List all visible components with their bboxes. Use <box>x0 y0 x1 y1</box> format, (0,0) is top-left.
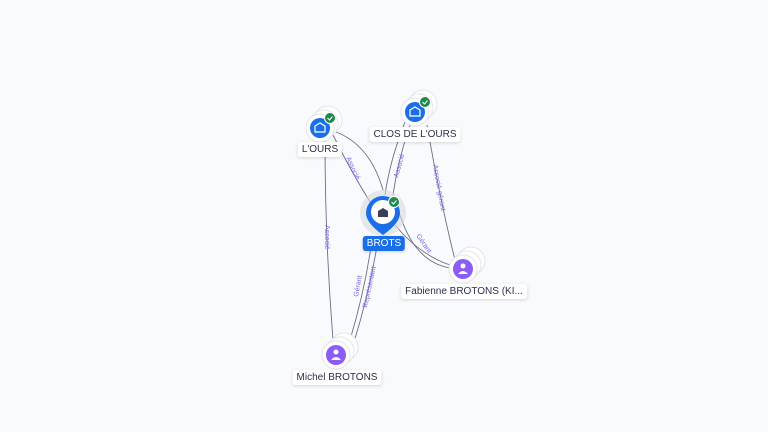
edge-fabienne-brots <box>394 224 451 266</box>
verified-icon <box>419 96 431 108</box>
node-label-brots[interactable]: BROTS <box>362 236 406 251</box>
edge-lours-brots-2 <box>335 131 384 191</box>
node-label-lours[interactable]: L'OURS <box>297 142 343 157</box>
node-brots[interactable] <box>360 190 406 236</box>
edge-label: Associé <box>323 225 330 250</box>
verified-icon <box>324 112 336 124</box>
edge-label: Gérant <box>353 275 364 297</box>
node-fabienne[interactable] <box>448 246 486 284</box>
node-clos[interactable] <box>400 89 438 127</box>
building-icon <box>378 208 388 217</box>
node-michel[interactable] <box>321 332 359 370</box>
building-icon <box>409 106 421 117</box>
edge-michel-lours <box>324 139 334 341</box>
node-label-michel[interactable]: Michel BROTONS <box>292 370 382 385</box>
node-label-fabienne[interactable]: Fabienne BROTONS (KI... <box>401 284 527 299</box>
node-label-clos[interactable]: CLOS DE L'OURS <box>369 127 461 142</box>
edge-label: Associé-gérant <box>431 164 446 211</box>
edge-label: Associé <box>344 156 361 181</box>
edge-label: Représentant <box>362 266 378 309</box>
person-icon <box>331 349 341 360</box>
building-icon <box>314 122 326 133</box>
node-lours[interactable] <box>305 105 343 143</box>
person-icon <box>458 263 468 274</box>
verified-icon <box>388 196 400 208</box>
edge-label: Associé <box>393 153 406 179</box>
